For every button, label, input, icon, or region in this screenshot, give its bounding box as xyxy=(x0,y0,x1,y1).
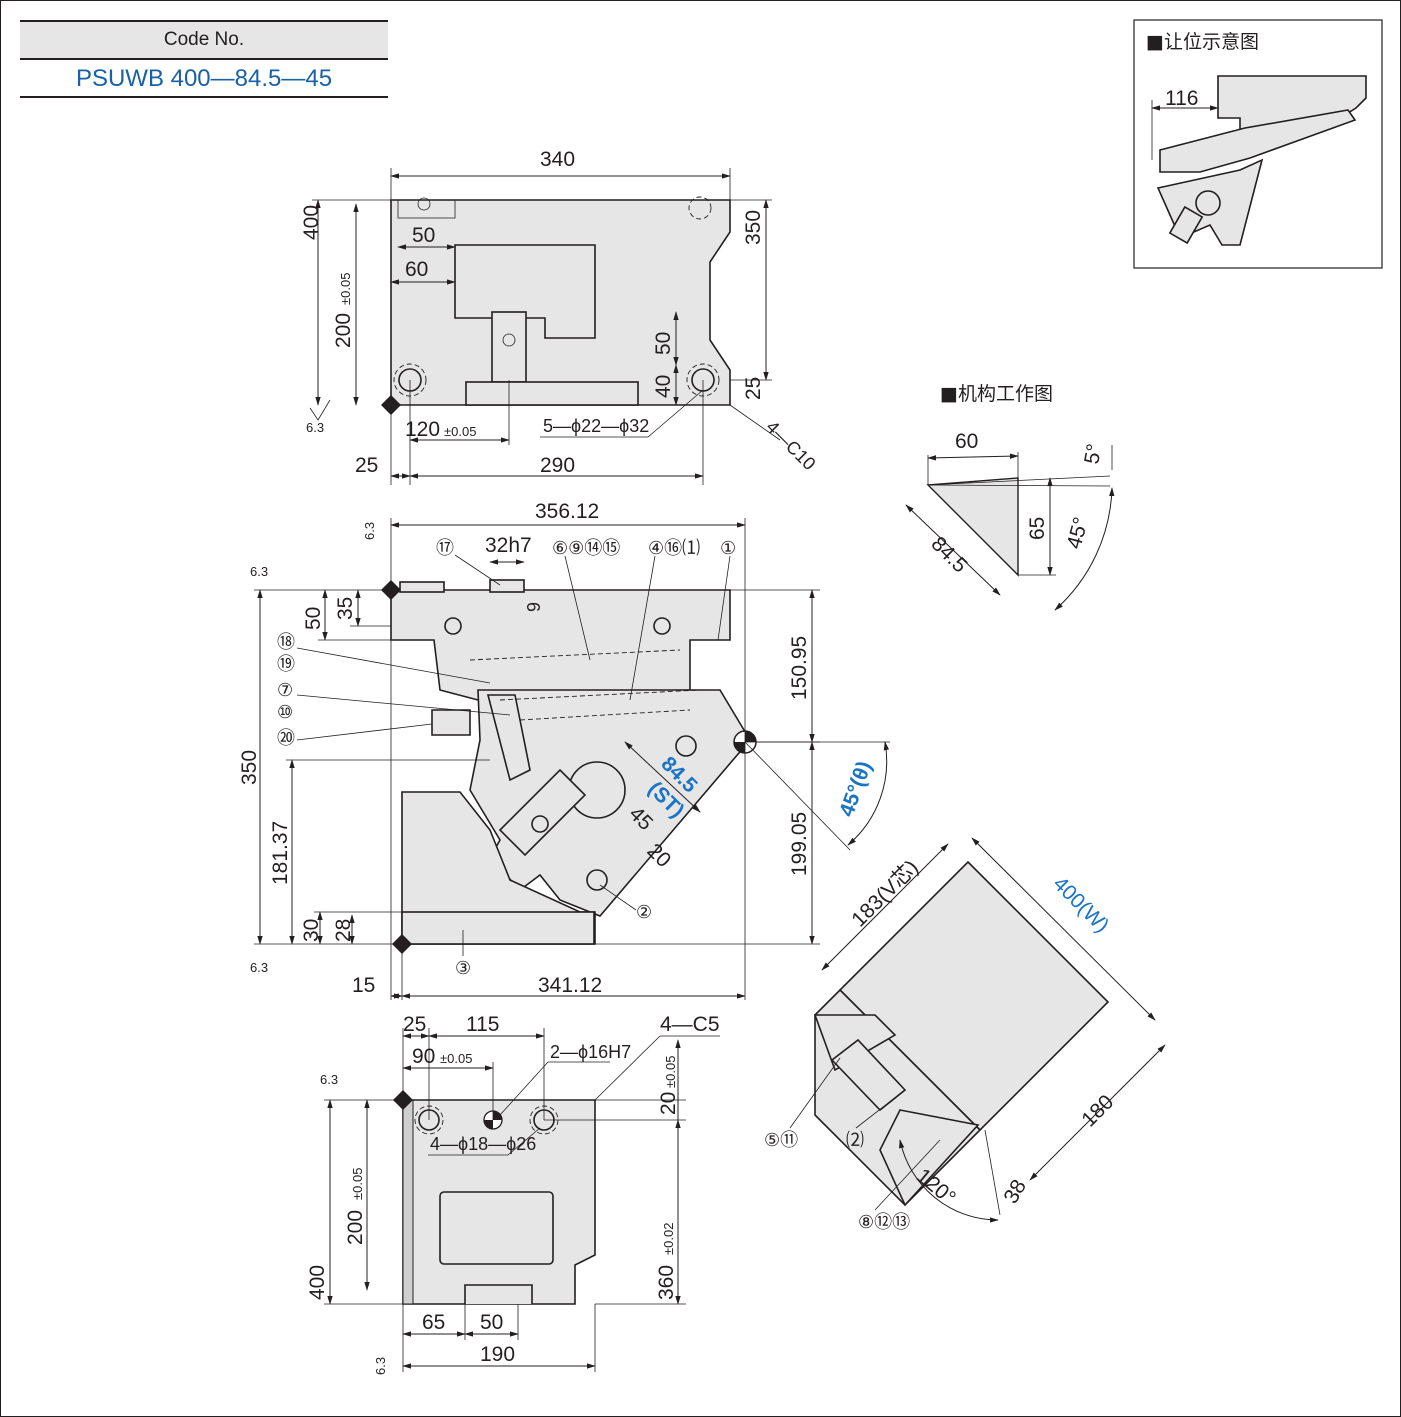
front-30: 30 xyxy=(300,919,323,942)
top-200: 200 xyxy=(332,313,355,348)
bot-360-tol: ±0.02 xyxy=(661,1223,676,1255)
bot-200: 200 xyxy=(344,1210,367,1245)
top-40: 40 xyxy=(652,375,675,398)
bot-190: 190 xyxy=(480,1343,515,1366)
callout-19: ⑲ xyxy=(277,654,295,674)
top-200-tol: ±0.05 xyxy=(338,273,353,305)
top-25: 25 xyxy=(355,454,378,477)
code-number-box: Code No. PSUWB 400—84.5—45 xyxy=(20,20,388,98)
callout-7: ⑦ xyxy=(277,680,293,700)
side-view: 400(W) 183(V芯) 180 38 120° ⑤⑪ ⑵ ⑧⑫⑬ xyxy=(764,837,1166,1232)
front-19905: 199.05 xyxy=(788,812,811,876)
top-340: 340 xyxy=(540,148,575,171)
callout-4-16-21: ④⑯⑴ xyxy=(648,538,700,558)
code-header: Code No. xyxy=(20,20,388,60)
top-rough: 6.3 xyxy=(306,420,324,435)
bot-25: 25 xyxy=(403,1013,426,1036)
mechanism-title: ■机构工作图 xyxy=(940,383,1053,405)
top-25r: 25 xyxy=(742,377,765,400)
front-50: 50 xyxy=(302,607,325,630)
front-15095: 150.95 xyxy=(788,636,811,700)
front-350: 350 xyxy=(238,750,261,785)
mech-45deg: 45° xyxy=(1063,515,1093,552)
front-18137: 181.37 xyxy=(269,821,292,885)
mechanism-inset: ■机构工作图 60 65 84.5 45° 5° xyxy=(905,383,1115,611)
side-180: 180 xyxy=(1077,1090,1118,1131)
bot-rough-a: 6.3 xyxy=(320,1072,338,1087)
front-35612: 356.12 xyxy=(535,500,599,523)
bot-90: 90 xyxy=(412,1045,435,1068)
bot-20: 20 xyxy=(657,1092,680,1115)
callout-17: ⑰ xyxy=(436,538,454,558)
side-400w: 400(W) xyxy=(1048,872,1113,937)
bot-65: 65 xyxy=(422,1311,445,1334)
front-rough-c: 6.3 xyxy=(250,960,268,975)
callout-10: ⑩ xyxy=(277,702,293,722)
clearance-dim: 116 xyxy=(1165,87,1198,110)
front-angle: 45°(θ) xyxy=(835,758,876,820)
top-290: 290 xyxy=(540,454,575,477)
front-15: 15 xyxy=(352,974,375,997)
callout-2: ② xyxy=(636,902,652,922)
callout-22: ⑵ xyxy=(846,1130,864,1150)
bot-90-tol: ±0.05 xyxy=(440,1051,472,1066)
mech-65: 65 xyxy=(1026,517,1049,540)
callout-18: ⑱ xyxy=(277,632,295,652)
front-32h7: 32h7 xyxy=(485,534,532,557)
top-120-tol: ±0.05 xyxy=(444,424,476,439)
callout-5-11: ⑤⑪ xyxy=(764,1130,798,1150)
bot-holes: 4—ϕ18—ϕ26 xyxy=(430,1134,536,1154)
top-holes: 5—ϕ22—ϕ32 xyxy=(543,416,649,436)
bot-400: 400 xyxy=(306,1265,329,1300)
front-35: 35 xyxy=(334,597,357,620)
top-50b: 50 xyxy=(652,332,675,355)
bot-200-tol: ±0.05 xyxy=(350,1168,365,1200)
bottom-view: 25 115 4—C5 90 ±0.05 2—ϕ16H7 20 ±0.05 4—… xyxy=(306,1013,720,1375)
mech-845: 84.5 xyxy=(926,532,971,577)
bot-50: 50 xyxy=(480,1311,503,1334)
bot-360: 360 xyxy=(655,1265,678,1300)
callout-6-9-14-15: ⑥⑨⑭⑮ xyxy=(552,538,620,558)
top-120: 120 xyxy=(405,418,440,441)
bot-pins: 2—ϕ16H7 xyxy=(550,1042,631,1062)
callout-20: ⑳ xyxy=(277,728,295,748)
top-view: 340 400 200 ±0.05 350 25 50 60 50 40 120… xyxy=(300,148,819,485)
mech-60: 60 xyxy=(955,430,978,453)
front-34112: 341.12 xyxy=(538,974,602,997)
clearance-title: ■让位示意图 xyxy=(1146,31,1259,53)
front-9: 9 xyxy=(524,602,544,612)
bot-chamfer: 4—C5 xyxy=(660,1013,720,1036)
side-38: 38 xyxy=(999,1176,1031,1208)
top-50a: 50 xyxy=(412,224,435,247)
callout-1: ① xyxy=(720,538,736,558)
top-350: 350 xyxy=(742,210,765,245)
bot-115: 115 xyxy=(466,1013,499,1036)
top-60: 60 xyxy=(405,258,428,281)
front-rough-b: 6.3 xyxy=(250,564,268,579)
bot-20-tol: ±0.05 xyxy=(663,1056,678,1088)
top-400: 400 xyxy=(300,205,323,240)
front-view: 356.12 32h7 9 350 50 35 181.37 30 28 15 … xyxy=(238,500,890,1000)
bot-rough-b: 6.3 xyxy=(373,1357,388,1375)
front-rough-a: 6.3 xyxy=(362,522,377,540)
front-28: 28 xyxy=(332,919,355,942)
callout-8-12-13: ⑧⑫⑬ xyxy=(858,1212,910,1232)
code-value: PSUWB 400—84.5—45 xyxy=(20,60,388,98)
mech-5deg: 5° xyxy=(1080,442,1106,466)
top-chamfer: 4—C10 xyxy=(762,417,819,474)
callout-3: ③ xyxy=(455,958,471,978)
clearance-inset: ■让位示意图 116 xyxy=(1133,19,1383,269)
